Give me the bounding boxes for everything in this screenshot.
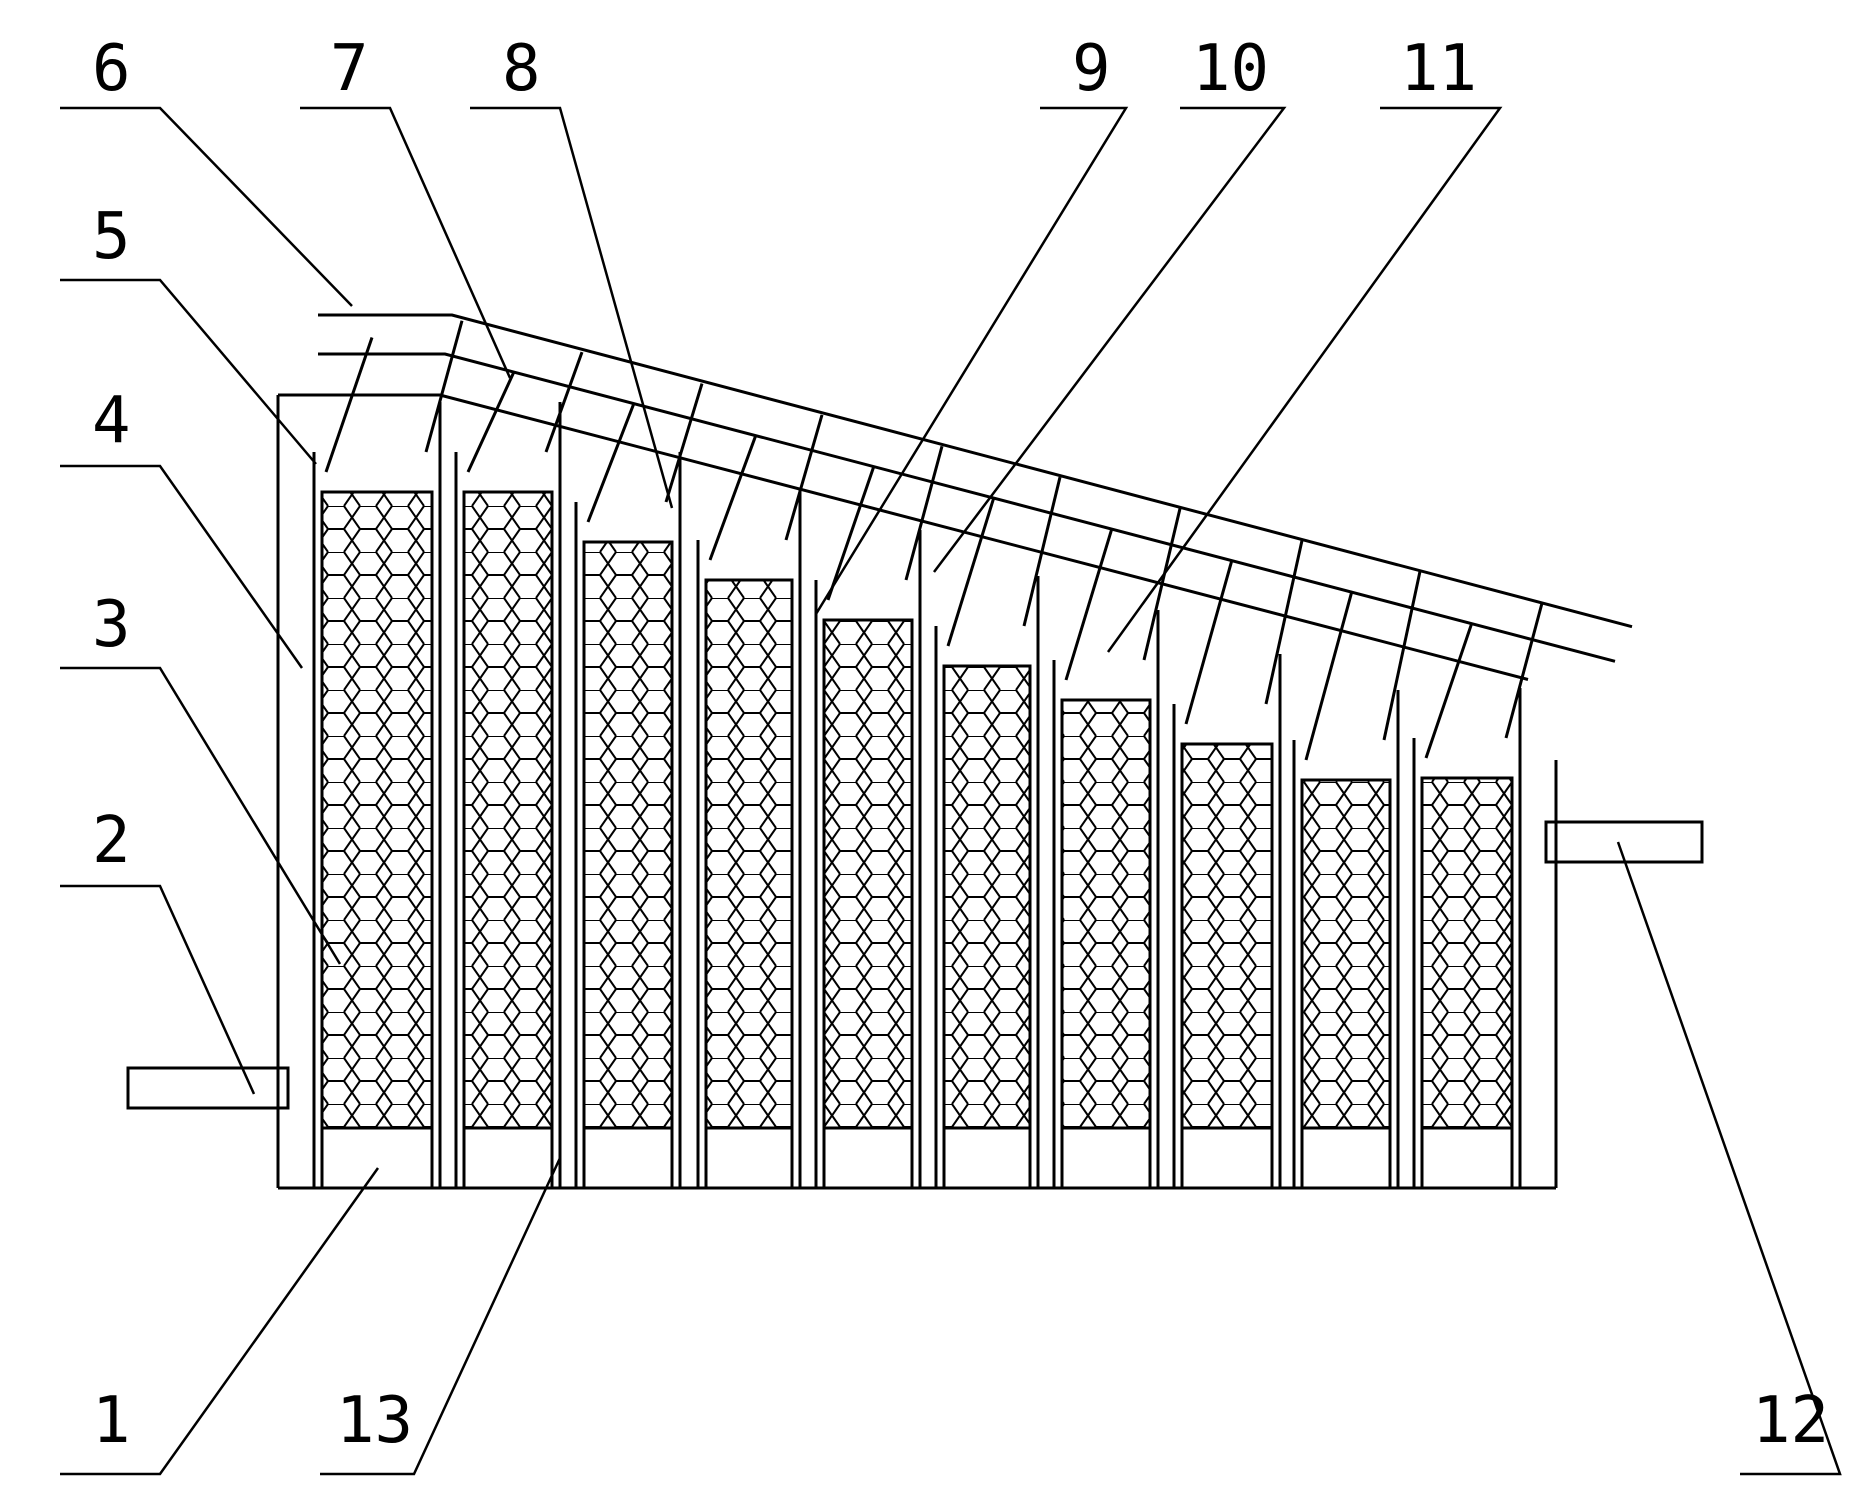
roof-line-inner [278, 393, 1529, 681]
support-base [822, 1126, 914, 1190]
riser-pipe [1142, 508, 1182, 661]
leader-line [1616, 841, 1842, 1476]
support-base [320, 1126, 434, 1190]
callout-13: 13 [336, 1384, 413, 1458]
riser-pipe [708, 434, 758, 561]
callout-12: 12 [1752, 1384, 1829, 1458]
honeycomb-filter-media [582, 540, 674, 1130]
callout-6: 6 [92, 32, 131, 106]
leader-line [1106, 106, 1503, 653]
callout-4: 4 [92, 384, 131, 458]
support-base [582, 1126, 674, 1190]
support-base [704, 1126, 794, 1190]
honeycomb-filter-media [1300, 778, 1392, 1130]
riser-pipe [946, 496, 996, 647]
leader-line [60, 1167, 380, 1476]
riser-pipe [664, 383, 704, 503]
callout-5: 5 [92, 200, 131, 274]
filter-column [1412, 602, 1544, 1190]
filter-column [1292, 570, 1422, 1190]
leader-line [300, 106, 512, 379]
honeycomb-filter-media [1060, 698, 1152, 1130]
leader-line [60, 278, 317, 465]
callout-11: 11 [1400, 32, 1477, 106]
honeycomb-filter-media [822, 618, 914, 1130]
filter-column [1172, 540, 1304, 1190]
callout-7: 7 [330, 32, 369, 106]
filter-column [574, 383, 704, 1190]
support-base [1180, 1126, 1274, 1190]
leader-line [320, 1157, 562, 1476]
filter-columns [312, 320, 1544, 1190]
roof-line-outer [318, 313, 1633, 629]
inlet-pipe [126, 1066, 290, 1110]
callout-8: 8 [502, 32, 541, 106]
riser-pipe [904, 445, 944, 581]
filter-column [934, 476, 1062, 1190]
riser-pipe [784, 414, 824, 541]
support-base [942, 1126, 1032, 1190]
support-base [462, 1126, 554, 1190]
leader-lines [60, 106, 1842, 1476]
leader-line [933, 106, 1287, 573]
leader-line [60, 884, 256, 1095]
leader-line [60, 666, 342, 965]
filter-column [814, 445, 944, 1190]
callout-10: 10 [1192, 32, 1269, 106]
support-base [1420, 1126, 1514, 1190]
honeycomb-filter-media [704, 578, 794, 1130]
riser-pipe [826, 465, 876, 601]
riser-pipe [1504, 602, 1544, 739]
filter-column [696, 414, 824, 1190]
riser-pipe [1064, 527, 1114, 681]
riser-pipe [324, 337, 374, 473]
riser-pipe [1382, 570, 1422, 741]
honeycomb-filter-media [1420, 776, 1514, 1130]
leader-line [470, 106, 674, 509]
leader-line [60, 464, 304, 669]
support-base [1060, 1126, 1152, 1190]
callout-9: 9 [1072, 32, 1111, 106]
roof-line-middle [318, 352, 1616, 663]
honeycomb-filter-media [942, 664, 1032, 1130]
leader-line [814, 106, 1129, 615]
riser-pipe [1424, 622, 1474, 759]
riser-pipe [424, 320, 464, 453]
leader-line [60, 106, 353, 307]
honeycomb-filter-media [1180, 742, 1274, 1130]
riser-pipe [466, 371, 516, 473]
callout-3: 3 [92, 588, 131, 662]
riser-pipe [1304, 590, 1354, 761]
filter-column [454, 351, 584, 1190]
riser-pipe [1184, 559, 1234, 725]
filter-column [1052, 508, 1182, 1190]
callout-1: 1 [92, 1384, 131, 1458]
callout-2: 2 [92, 804, 131, 878]
support-base [1300, 1126, 1392, 1190]
riser-pipe [586, 402, 636, 523]
riser-pipe [544, 351, 584, 453]
honeycomb-filter-media [320, 490, 434, 1130]
riser-pipe [1022, 476, 1062, 627]
riser-pipe [1264, 540, 1304, 705]
honeycomb-filter-media [462, 490, 554, 1130]
filter-column [312, 320, 464, 1190]
